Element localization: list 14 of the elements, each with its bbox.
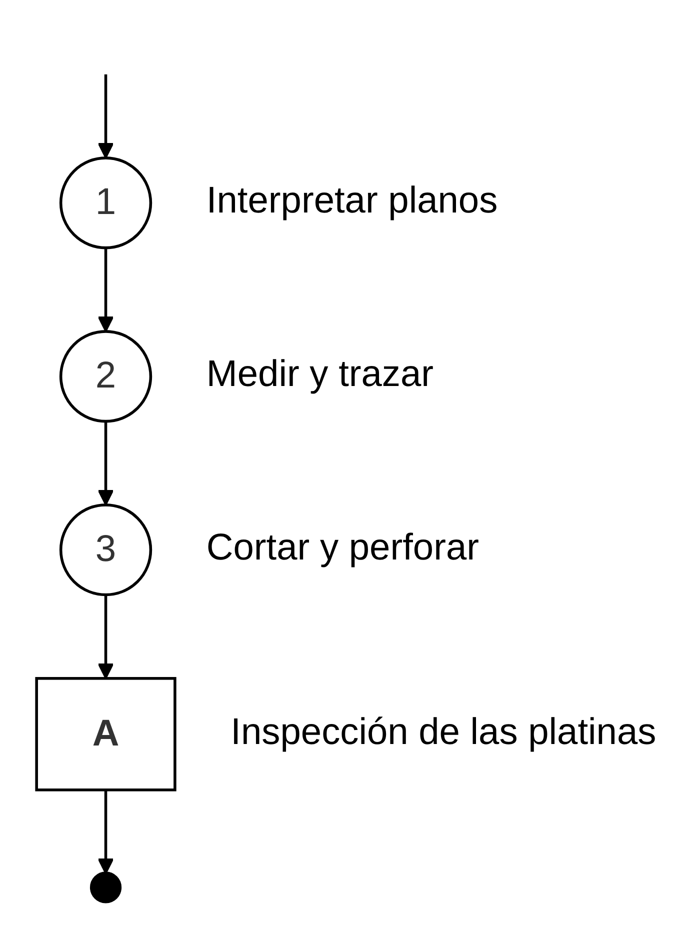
operation-circle: 3: [59, 504, 152, 596]
step-caption: Inspección de las platinas: [230, 710, 656, 752]
step-caption: Cortar y perforar: [206, 526, 479, 568]
arrow: [97, 74, 114, 159]
arrow: [97, 421, 114, 506]
operation-circle: 2: [59, 330, 152, 423]
operation-circle: 1: [59, 156, 152, 250]
step-caption: Medir y trazar: [206, 352, 434, 394]
arrow: [97, 248, 114, 332]
inspection-box: A: [34, 677, 176, 792]
step-caption: Interpretar planos: [206, 178, 498, 221]
arrow: [97, 790, 114, 874]
arrow: [97, 594, 114, 680]
end-circle: [90, 872, 122, 904]
